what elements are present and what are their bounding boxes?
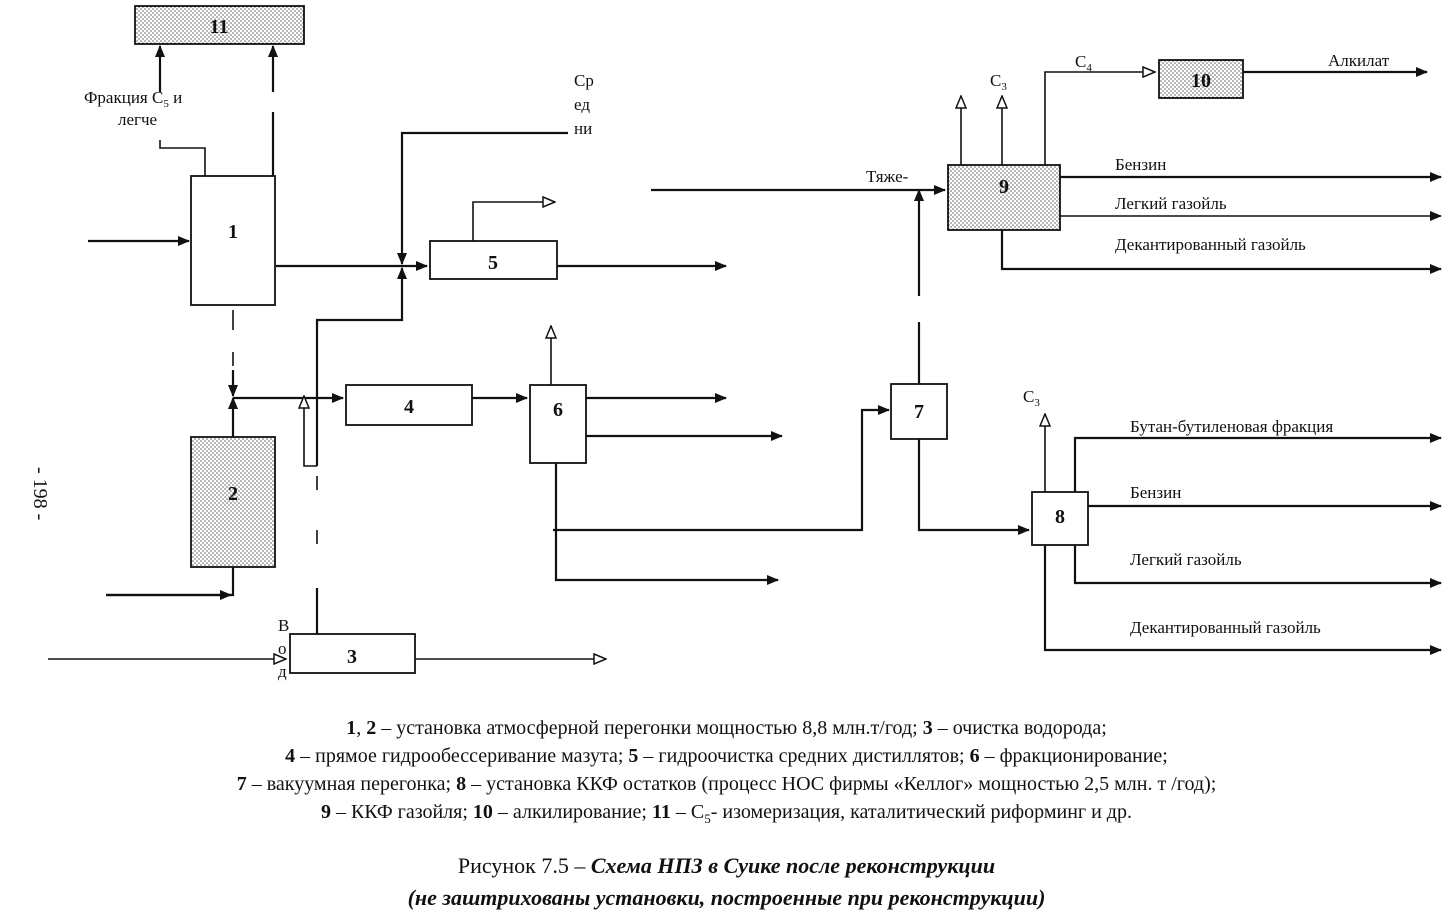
- unit-11: 11: [134, 5, 305, 45]
- label-butan-butilen: Бутан-бутиленовая фракция: [1130, 417, 1333, 436]
- flow-9-c4-to-10: [1044, 72, 1155, 165]
- unit-7: 7: [890, 383, 948, 440]
- label-vod-1: В: [278, 616, 289, 635]
- label-c3-top: С3: [990, 71, 1007, 93]
- flow-8-butan: [1073, 433, 1442, 492]
- unit-6: 6: [529, 384, 587, 464]
- unit-10-number: 10: [1191, 70, 1211, 92]
- flow-6-to-7: [553, 405, 890, 532]
- unit-8: 8: [1031, 491, 1089, 546]
- label-sredni-1: Ср: [574, 71, 594, 90]
- legend-line-1: 1, 2 – установка атмосферной перегонки м…: [346, 717, 1107, 739]
- flow-6-out-3: [554, 463, 779, 585]
- label-light-gasoil-8: Легкий газойль: [1130, 550, 1242, 569]
- unit-5: 5: [429, 240, 558, 280]
- unit-6-number: 6: [553, 399, 563, 421]
- legend: 1, 2 – установка атмосферной перегонки м…: [0, 714, 1453, 833]
- label-decant-gasoil-8: Декантированный газойль: [1130, 618, 1321, 637]
- page-number: - 198 -: [29, 467, 51, 521]
- label-c5-fraction: Фракция С5 и: [84, 88, 182, 110]
- figure-caption-line-1: Рисунок 7.5 – Схема НПЗ в Суике после ре…: [457, 853, 996, 878]
- unit-10: 10: [1158, 59, 1244, 99]
- label-alkilat: Алкилат: [1328, 51, 1390, 70]
- unit-3-number: 3: [347, 646, 357, 668]
- unit-1: 1: [190, 175, 276, 306]
- flow-5-gas-out: [472, 202, 555, 241]
- label-decant-gasoil-9: Декантированный газойль: [1115, 235, 1306, 254]
- label-light-gasoil-9: Легкий газойль: [1115, 194, 1227, 213]
- unit-4-number: 4: [404, 396, 414, 418]
- unit-1-number: 1: [228, 221, 238, 243]
- label-benzin-9: Бензин: [1115, 155, 1166, 174]
- flow-8-light-gasoil: [1073, 545, 1442, 588]
- unit-5-number: 5: [488, 252, 498, 274]
- unit-4: 4: [345, 384, 473, 426]
- unit-2-number: 2: [228, 483, 238, 505]
- figure-caption-line-2: (не заштрихованы установки, построенные …: [407, 885, 1046, 910]
- label-vod-2: о: [278, 639, 287, 658]
- label-c3-8: С3: [1023, 387, 1040, 409]
- flow-1-c5-outlet: [159, 140, 206, 176]
- unit-9-number: 9: [999, 176, 1009, 198]
- legend-line-3: 7 – вакуумная перегонка; 8 – установка К…: [236, 773, 1217, 795]
- label-c4: С4: [1075, 52, 1092, 74]
- legend-line-2: 4 – прямое гидрообессеривание мазута; 5 …: [285, 745, 1168, 767]
- unit-7-number: 7: [914, 401, 924, 423]
- line-sredni: [400, 131, 568, 139]
- unit-9: 9: [947, 164, 1061, 231]
- label-sredni-2: ед: [574, 95, 590, 114]
- figure-caption: Рисунок 7.5 – Схема НПЗ в Суике после ре…: [0, 850, 1453, 914]
- label-c5-fraction-line2: легче: [118, 110, 157, 129]
- unit-11-number: 11: [210, 16, 229, 38]
- feed-to-2-line: [106, 567, 235, 597]
- flow-9-decant-gasoil: [1000, 230, 1442, 274]
- label-sredni-3: ни: [574, 119, 592, 138]
- unit-8-number: 8: [1055, 506, 1065, 528]
- flow-7-to-8: [917, 439, 1030, 535]
- flow-8-decant-gasoil: [1043, 545, 1442, 655]
- unit-3: 3: [289, 633, 416, 674]
- unit-2: 2: [190, 436, 276, 568]
- label-vod-3: д: [278, 662, 287, 681]
- h2-to-5: [315, 267, 407, 466]
- label-benzin-8: Бензин: [1130, 483, 1181, 502]
- legend-line-4: 9 – ККФ газойля; 10 – алкилирование; 11 …: [321, 801, 1132, 826]
- refinery-flow-diagram: 11 Фракция С5 и легче 1 Ср ед ни 5 2: [48, 5, 1442, 681]
- hydrogen-loop: [303, 408, 317, 467]
- label-tyazhe: Тяже-: [866, 167, 909, 186]
